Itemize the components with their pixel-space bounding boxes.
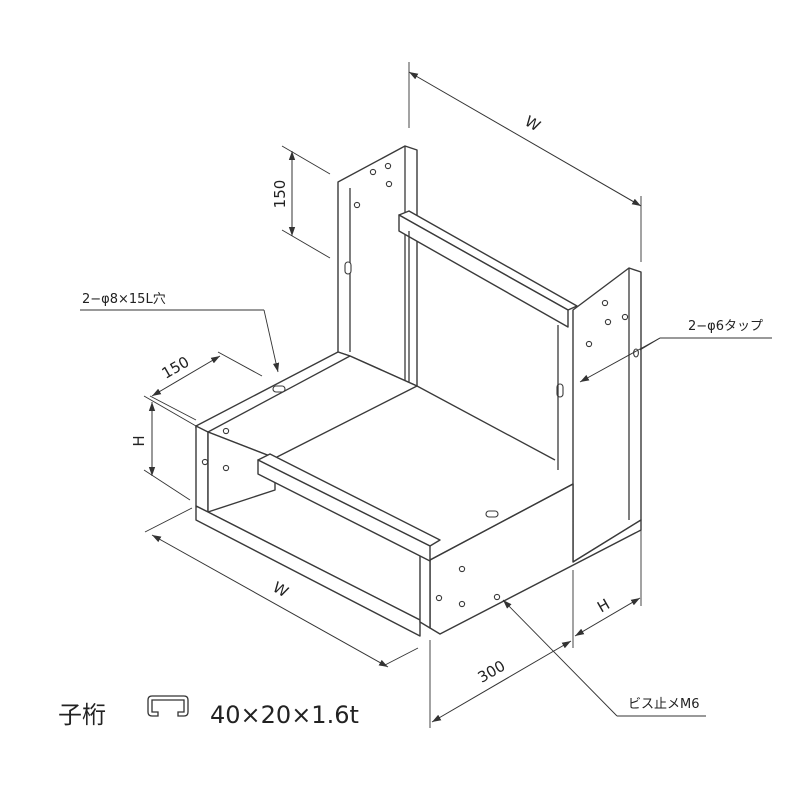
callout-screw-stop-label: ビス止メM6 bbox=[628, 697, 700, 712]
dim-label-150-horizontal: 150 bbox=[159, 353, 193, 383]
rail-hole bbox=[384, 162, 392, 170]
rail-hole bbox=[369, 168, 377, 176]
dim-label-150-vertical: 150 bbox=[271, 180, 289, 209]
rail-hole bbox=[458, 600, 466, 608]
rail-hole bbox=[435, 594, 443, 602]
rail-hole bbox=[621, 313, 629, 321]
rail-hole bbox=[585, 340, 593, 348]
rear-side-rail bbox=[195, 145, 418, 459]
rail-hole bbox=[353, 201, 361, 209]
rail-hole bbox=[458, 565, 466, 573]
channel-section-icon bbox=[147, 695, 189, 717]
spec-label: 子桁 bbox=[58, 701, 106, 729]
dimension-300: 300 bbox=[429, 640, 572, 728]
screw-hole bbox=[493, 593, 501, 601]
rail-hole bbox=[201, 458, 209, 466]
callout-slot-holes: 2−φ8×15L穴 bbox=[80, 292, 280, 373]
dim-label-300: 300 bbox=[475, 657, 509, 687]
rail-hole bbox=[604, 318, 612, 326]
callout-screw-stop: ビス止メM6 bbox=[502, 599, 706, 717]
dim-label-h-left: H bbox=[130, 435, 148, 446]
callout-tapped-holes-label: 2−φ6タップ bbox=[688, 319, 763, 334]
dimension-150-vertical: 150 bbox=[271, 145, 331, 259]
dimension-h-left: H bbox=[130, 395, 197, 501]
rail-hole bbox=[601, 299, 609, 307]
spec-line: 子桁 40×20×1.6t bbox=[58, 695, 359, 729]
right-side-rail bbox=[419, 267, 642, 635]
dim-label-w-bottom: W bbox=[270, 578, 292, 601]
rail-hole bbox=[222, 464, 230, 472]
slot-hole bbox=[272, 385, 286, 393]
spec-size: 40×20×1.6t bbox=[210, 701, 359, 729]
lower-rung bbox=[257, 453, 441, 562]
rail-hole bbox=[385, 180, 393, 188]
slot-hole bbox=[344, 261, 352, 275]
upper-rung bbox=[398, 210, 578, 328]
dim-label-h-right: H bbox=[594, 595, 613, 616]
dim-label-w-top: W bbox=[522, 112, 544, 135]
callout-tapped-holes: 2−φ6タップ bbox=[579, 319, 772, 383]
callout-slot-holes-label: 2−φ8×15L穴 bbox=[82, 292, 166, 307]
rail-hole bbox=[222, 427, 230, 435]
slot-hole bbox=[485, 510, 499, 518]
